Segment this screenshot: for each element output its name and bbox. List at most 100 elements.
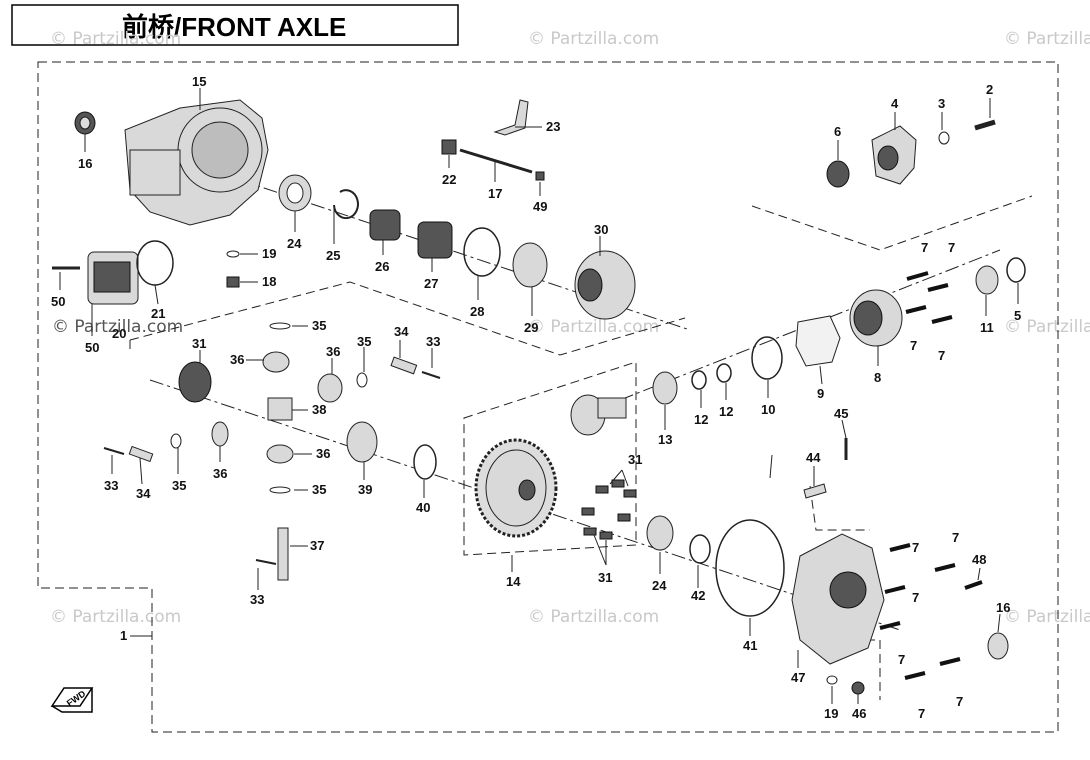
callout-28: 28 [470, 304, 484, 319]
callout-6: 6 [834, 124, 841, 139]
roll-pin [103, 447, 125, 455]
callout-7: 7 [912, 590, 919, 605]
oil-seal [74, 111, 96, 135]
callout-35: 35 [312, 318, 326, 333]
callout-35: 35 [172, 478, 186, 493]
callout-29: 29 [524, 320, 538, 335]
bearing [652, 371, 678, 405]
differential-group-outline [129, 281, 686, 356]
callout-1: 1 [120, 628, 127, 643]
callout-26: 26 [375, 259, 389, 274]
pinion-gear [266, 444, 294, 464]
callout-7: 7 [952, 530, 959, 545]
callout-45: 45 [834, 406, 848, 421]
watermark: © Partzilla.com [528, 317, 659, 337]
callout-31: 31 [598, 570, 612, 585]
callout-39: 39 [358, 482, 372, 497]
watermark: © Partzilla.com [1004, 317, 1090, 337]
callout-36: 36 [316, 446, 330, 461]
axle-cover [791, 533, 885, 665]
seal-ring [512, 242, 548, 288]
shim-ring [689, 534, 711, 564]
callout-14: 14 [506, 574, 521, 589]
pinion-shaft [570, 394, 627, 436]
shift-block [441, 139, 457, 155]
callout-7: 7 [956, 694, 963, 709]
callout-24: 24 [652, 578, 667, 593]
callout-36: 36 [326, 344, 340, 359]
callout-18: 18 [262, 274, 276, 289]
callout-47: 47 [791, 670, 805, 685]
forward-arrow-icon: FWD [50, 687, 94, 713]
ring-gear-bolts [581, 479, 637, 540]
callout-2: 2 [986, 82, 993, 97]
drain-plug [226, 276, 240, 288]
callout-32: 31 [192, 336, 206, 351]
washer [938, 131, 950, 145]
callout-42: 42 [691, 588, 705, 603]
bearing [975, 265, 999, 295]
oil-seal [987, 632, 1009, 660]
housing-bolts [905, 271, 953, 324]
callout-31: 31 [628, 452, 642, 467]
pin [390, 356, 418, 375]
shim [413, 444, 437, 480]
o-ring [715, 519, 785, 617]
shift-rod [459, 148, 533, 174]
ring-gear-group-outline [463, 361, 637, 556]
callout-12: 12 [694, 412, 708, 427]
callout-38: 38 [312, 402, 326, 417]
callout-48: 48 [972, 552, 986, 567]
gasket [795, 315, 841, 367]
roll-pin [255, 559, 277, 565]
pinion-housing [849, 289, 903, 347]
callout-7: 7 [938, 348, 945, 363]
callout-40: 40 [416, 500, 430, 515]
callout-34: 34 [136, 486, 151, 501]
watermark: © Partzilla.com [1004, 29, 1090, 49]
callout-19: 19 [824, 706, 838, 721]
thrust-washer [356, 372, 368, 388]
drain-plug [851, 681, 865, 695]
flange-bolt [974, 119, 996, 131]
callout-20: 20 [112, 326, 126, 341]
assembly-boundary [37, 61, 1059, 733]
pinion-gear [211, 421, 229, 447]
callout-44: 44 [806, 450, 821, 465]
spacer-ring [716, 363, 732, 383]
thrust-washer [170, 433, 182, 449]
ring-gear [474, 438, 558, 538]
cross-shaft [277, 527, 289, 581]
spacer-ring [691, 370, 707, 390]
o-ring [136, 240, 174, 286]
thrust-washer [269, 322, 291, 330]
pinion-gear [262, 351, 290, 373]
nut [535, 171, 545, 181]
cover-group-outline [810, 639, 881, 700]
callout-7: 7 [898, 652, 905, 667]
actuator-motor [87, 251, 139, 305]
callout-23: 23 [546, 119, 560, 134]
callout-35: 35 [312, 482, 326, 497]
callout-7: 7 [912, 540, 919, 555]
shift-fork [493, 99, 529, 136]
breather-clip [803, 483, 827, 499]
callout-11: 11 [980, 320, 994, 335]
hub-group-outline [751, 195, 1033, 251]
axle-housing [124, 99, 269, 226]
callout-27: 27 [424, 276, 438, 291]
cover-group-outline [809, 485, 870, 531]
callout-16: 16 [996, 600, 1010, 615]
needle-bearing [369, 209, 401, 241]
callout-13: 13 [658, 432, 672, 447]
callout-12: 12 [719, 404, 733, 419]
callout-41: 41 [743, 638, 757, 653]
watermarks: © Partzilla.com © Partzilla.com © Partzi… [50, 29, 1090, 627]
callout-33: 33 [104, 478, 118, 493]
callout-7: 7 [921, 240, 928, 255]
callout-33: 33 [250, 592, 264, 607]
circlip [333, 189, 359, 220]
washer [226, 250, 240, 258]
callout-35: 35 [357, 334, 371, 349]
washer [826, 675, 838, 685]
